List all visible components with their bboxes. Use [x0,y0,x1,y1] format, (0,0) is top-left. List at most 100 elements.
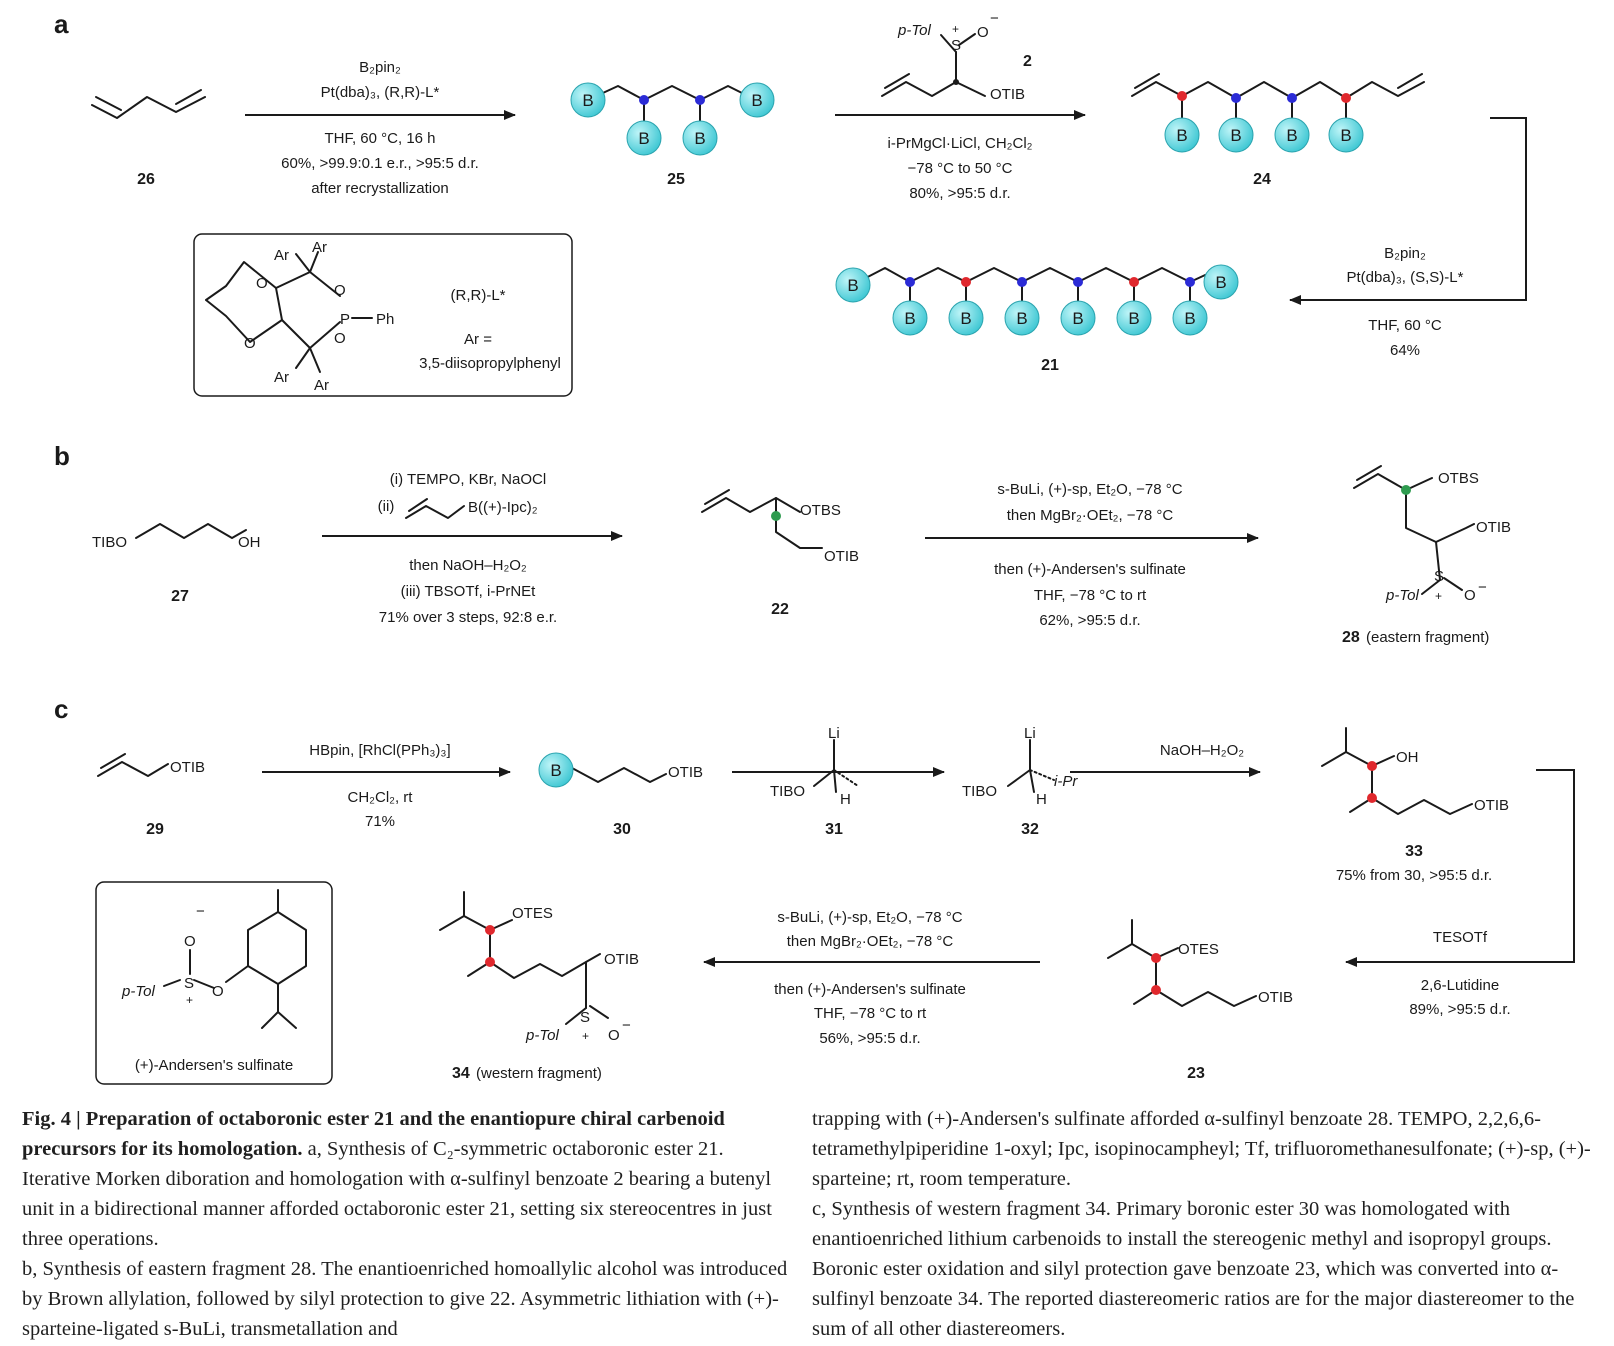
cond-b1-0: (i) TEMPO, KBr, NaOCl [390,471,546,488]
compound-23-structure [1107,919,1257,1007]
andersen-box [95,881,333,1085]
ligand-ar-4: Ar [314,377,329,394]
compound-28-minus: − [1478,579,1487,596]
arrow-a3 [1289,117,1527,305]
compound-28-o: O [1464,587,1476,604]
cond-a2-0: i-PrMgCl·LiCl, CH₂Cl₂ [888,135,1033,152]
cond-a3-0: B₂pin₂ [1384,245,1426,262]
compound-28-structure [1353,465,1475,595]
cond-b2-3: THF, −78 °C to rt [1034,587,1147,604]
compound-29-otib: OTIB [170,759,205,776]
compound-28-otib: OTIB [1476,519,1511,536]
compound-22-otbs: OTBS [800,502,841,519]
cond-a1-4: after recrystallization [311,180,449,197]
compound-34-structure [439,891,609,1025]
compound-23-otib: OTIB [1258,989,1293,1006]
cond-c5-2: then (+)-Andersen's sulfinate [774,981,966,998]
ligand-ar-eq: Ar = [464,331,492,348]
compound-33-structure [1321,727,1473,815]
cond-a1-1: Pt(dba)₃, (R,R)-L* [321,84,440,101]
ligand-o-3: O [334,282,346,299]
cond-a3-1: Pt(dba)₃, (S,S)-L* [1347,269,1464,286]
cond-b1-3: then NaOH–H₂O₂ [409,557,527,574]
cond-a2-2: 80%, >95:5 d.r. [909,185,1010,202]
cond-b2-0: s-BuLi, (+)-sp, Et₂O, −78 °C [997,481,1182,498]
caption-panel-a-text: a, Synthesis of C₂-symmetric octaboronic… [22,1138,772,1250]
andersen-ptol: p-Tol [121,983,155,1000]
compound-21-structure [835,264,1239,336]
andersen-name: (+)-Andersen's sulfinate [135,1057,293,1074]
compound-23-otes: OTES [1178,941,1219,958]
compound-33-otib: OTIB [1474,797,1509,814]
compound-22-label: 22 [771,601,789,618]
andersen-s: S [184,975,194,992]
cond-c5-0: s-BuLi, (+)-sp, Et₂O, −78 °C [777,909,962,926]
ligand-ar-2: Ar [312,239,327,256]
cond-c5-3: THF, −78 °C to rt [814,1005,927,1022]
compound-33-label: 33 [1405,843,1423,860]
compound-29-label: 29 [146,821,164,838]
reagent-2-plus: + [952,22,959,36]
cond-a1-2: THF, 60 °C, 16 h [324,130,435,147]
cond-c5-1: then MgBr₂·OEt₂, −78 °C [787,933,954,950]
compound-28-otbs: OTBS [1438,470,1479,487]
compound-32-label: 32 [1021,821,1039,838]
reagent-2-label: 2 [1023,53,1032,70]
compound-28-ptol: p-Tol [1385,587,1419,604]
cond-b2-1: then MgBr₂·OEt₂, −78 °C [1007,507,1174,524]
cond-a1-3: 60%, >99.9:0.1 e.r., >95:5 d.r. [281,155,479,172]
compound-34-s: S [580,1009,590,1026]
reaction-scheme: B a b c 26 B₂pin₂ Pt(dba)₃, (R,R)-L* THF… [54,9,1575,1085]
ligand-p: P [340,311,350,328]
cond-c3-0: 75% from 30, >95:5 d.r. [1336,867,1492,884]
compound-27-oh: OH [238,534,261,551]
compound-22-structure [701,489,823,549]
compound-34-note: (western fragment) [476,1065,602,1082]
compound-29-structure [97,753,169,777]
cond-c4-0: TESOTf [1433,929,1488,946]
cond-b1-2: B((+)-Ipc)₂ [468,499,538,516]
caption-right-continuation: trapping with (+)-Andersen's sulfinate a… [812,1108,1591,1190]
compound-27-structure [135,523,247,539]
arrow-c4 [1345,769,1575,967]
compound-30-otib: OTIB [668,764,703,781]
cond-c5-4: 56%, >95:5 d.r. [819,1030,920,1047]
compound-28-plus: + [1435,589,1442,603]
reagent-2-s: S [951,37,961,54]
compound-21-label: 21 [1041,357,1059,374]
cond-b2-4: 62%, >95:5 d.r. [1039,612,1140,629]
compound-31-tibo: TIBO [770,783,805,800]
compound-28-s: S [1434,568,1444,585]
compound-34-label: 34 [452,1065,470,1082]
ligand-structure [205,251,373,373]
compound-25-label: 25 [667,171,685,188]
compound-27-label: 27 [171,588,189,605]
ligand-ar-1: Ar [274,247,289,264]
cond-b1-1: (ii) [378,498,395,515]
ligand-ph: Ph [376,311,394,328]
caption-left-column: Fig. 4 | Preparation of octaboronic este… [22,1104,792,1344]
caption-left-para: Fig. 4 | Preparation of octaboronic este… [22,1104,792,1254]
panel-a-label: a [54,9,69,39]
cond-c1-1: CH₂Cl₂, rt [348,789,414,806]
cond-c4-2: 89%, >95:5 d.r. [1409,1001,1510,1018]
andersen-plus: + [186,993,193,1007]
compound-25-structure [570,82,775,156]
ligand-box [193,233,573,397]
compound-32-tibo: TIBO [962,783,997,800]
compound-32-structure [1007,739,1055,793]
compound-26-structure [91,89,206,119]
ligand-o-2: O [244,335,256,352]
reagent-2-ptol: p-Tol [897,22,931,39]
reagent-2-o: O [977,24,989,41]
reagent-2-minus: − [990,10,999,27]
cond-c1-0: HBpin, [RhCl(PPh₃)₃] [309,742,450,759]
compound-31-h: H [840,791,851,808]
compound-34-plus: + [582,1029,589,1043]
reagent-2-otib: OTIB [990,86,1025,103]
ligand-name: (R,R)-L* [451,287,506,304]
compound-34-ptol: p-Tol [525,1027,559,1044]
compound-32-li: Li [1024,725,1036,742]
figure-title: Fig. 4 | Preparation of octaboronic este… [22,1108,725,1160]
compound-24-label: 24 [1253,171,1271,188]
